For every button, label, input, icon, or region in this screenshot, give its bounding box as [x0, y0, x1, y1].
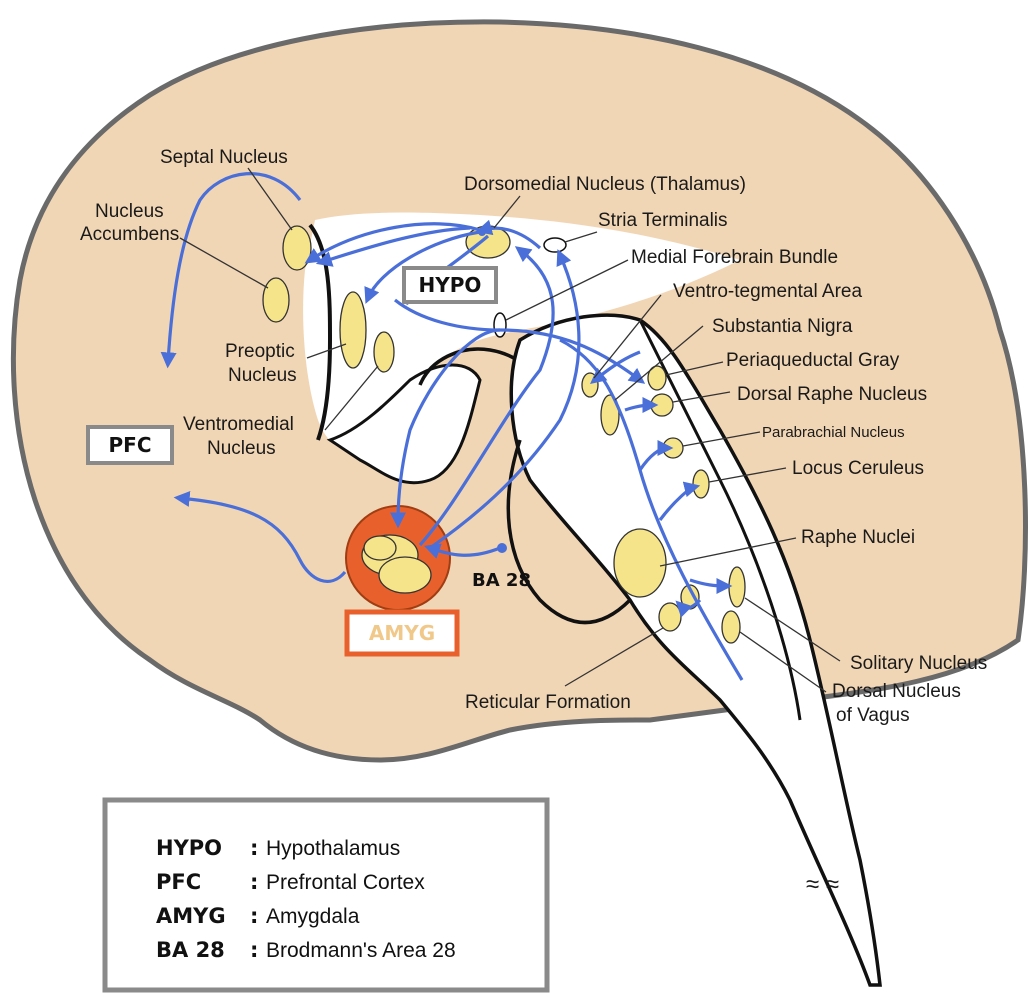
hypo-box-text: HYPO	[419, 273, 482, 297]
legend-sep-pfc: :	[250, 870, 258, 894]
amygdala-nucleus-3	[364, 536, 396, 560]
solitary-nucleus-shape	[729, 567, 745, 607]
label-preoptic-nucleus-line1: Preoptic	[225, 341, 295, 362]
label-locus-ceruleus: Locus Ceruleus	[792, 458, 924, 479]
legend-abbr-pfc: PFC	[156, 870, 201, 894]
legend-text-amyg: Amygdala	[266, 905, 360, 928]
pfc-box-text: PFC	[109, 433, 152, 457]
legend-text-hypo: Hypothalamus	[266, 837, 400, 860]
legend-sep-ba28: :	[250, 938, 258, 962]
label-ventromedial-nucleus-line2: Nucleus	[207, 438, 276, 459]
label-solitary-nucleus: Solitary Nucleus	[850, 653, 987, 674]
dorsomedial-nucleus-shape	[466, 226, 510, 258]
dorsal-raphe-shape	[651, 394, 673, 416]
legend-text-ba28: Brodmann's Area 28	[266, 939, 456, 962]
hypo-box: HYPO	[404, 268, 496, 302]
legend: HYPO : Hypothalamus PFC : Prefrontal Cor…	[105, 800, 547, 990]
ventromedial-nucleus-shape	[374, 332, 394, 372]
legend-abbr-amyg: AMYG	[156, 904, 226, 928]
legend-row-hypo: HYPO : Hypothalamus	[156, 836, 400, 860]
label-stria-terminalis: Stria Terminalis	[598, 210, 728, 231]
legend-abbr-hypo: HYPO	[156, 836, 222, 860]
legend-text-pfc: Prefrontal Cortex	[266, 871, 425, 894]
dorsal-vagus-shape	[722, 611, 740, 643]
amygdala-nucleus-2	[379, 557, 431, 593]
label-dorsal-nucleus-vagus-line2: of Vagus	[836, 705, 910, 726]
pfc-box: PFC	[88, 427, 172, 463]
nucleus-accumbens-shape	[263, 278, 289, 322]
legend-row-amyg: AMYG : Amygdala	[156, 904, 360, 928]
raphe-nuclei-shape	[614, 529, 666, 597]
label-periaqueductal-gray: Periaqueductal Gray	[726, 350, 900, 371]
break-mark: ≈ ≈	[806, 871, 839, 898]
preoptic-nucleus-shape	[340, 292, 366, 368]
label-reticular-formation: Reticular Formation	[465, 692, 631, 713]
label-raphe-nuclei: Raphe Nuclei	[801, 527, 915, 548]
amyg-box-text: AMYG	[369, 621, 435, 645]
label-preoptic-nucleus-line2: Nucleus	[228, 365, 297, 386]
locus-ceruleus-shape	[693, 470, 709, 498]
reticular-shape-1	[659, 603, 681, 631]
label-medial-forebrain-bundle: Medial Forebrain Bundle	[631, 247, 838, 268]
label-substantia-nigra: Substantia Nigra	[712, 316, 853, 337]
label-nucleus-accumbens-line1: Nucleus	[95, 201, 164, 222]
legend-row-pfc: PFC : Prefrontal Cortex	[156, 870, 425, 894]
label-nucleus-accumbens-line2: Accumbens	[80, 224, 179, 245]
label-ba28: BA 28	[472, 570, 531, 591]
label-dorsomedial-nucleus: Dorsomedial Nucleus (Thalamus)	[464, 174, 746, 195]
medial-forebrain-bundle-shape	[494, 313, 506, 337]
legend-sep-hypo: :	[250, 836, 258, 860]
label-dorsal-nucleus-vagus-line1: Dorsal Nucleus	[832, 681, 961, 702]
label-ventromedial-nucleus-line1: Ventromedial	[183, 414, 294, 435]
label-ventro-tegmental-area: Ventro-tegmental Area	[673, 281, 862, 302]
label-septal-nucleus: Septal Nucleus	[160, 147, 288, 168]
legend-sep-amyg: :	[250, 904, 258, 928]
septal-nucleus-shape	[283, 226, 311, 270]
amyg-box: AMYG	[347, 612, 457, 654]
label-dorsal-raphe-nucleus: Dorsal Raphe Nucleus	[737, 384, 927, 405]
legend-row-ba28: BA 28 : Brodmann's Area 28	[156, 938, 456, 962]
label-parabrachial-nucleus: Parabrachial Nucleus	[762, 424, 905, 441]
legend-abbr-ba28: BA 28	[156, 938, 225, 962]
